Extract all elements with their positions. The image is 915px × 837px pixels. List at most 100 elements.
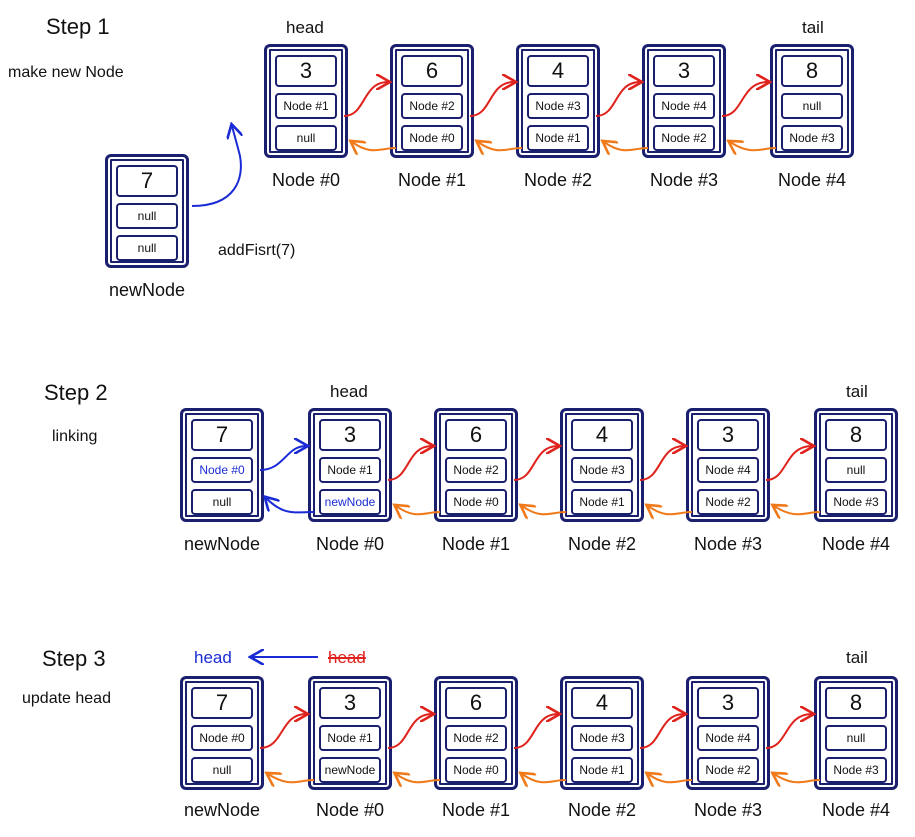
step3-node-1-name: Node #1 [441,800,511,820]
step1-node-1: 6 Node #2 Node #0 [390,44,474,158]
node-prev-pointer: Node #2 [697,757,759,783]
step1-node-2-name: Node #2 [523,170,593,190]
node-prev-pointer: null [191,757,253,783]
node-prev-pointer: Node #1 [571,757,633,783]
node-prev-pointer: Node #1 [571,489,633,515]
step2-node-0-name: Node #0 [315,534,385,554]
step2-node-1: 6 Node #2 Node #0 [434,408,518,522]
node-next-pointer: Node #3 [571,457,633,483]
node-prev-pointer: Node #2 [697,489,759,515]
step3-subtitle: update head [22,690,111,707]
step2-subtitle: linking [52,428,98,445]
node-next-pointer: Node #2 [445,725,507,751]
step3-new-node: 7 Node #0 null [180,676,264,790]
node-prev-pointer: Node #1 [527,125,589,151]
node-next-pointer: Node #3 [527,93,589,119]
step2-node-0: 3 Node #1 newNode [308,408,392,522]
node-value: 3 [697,419,759,451]
node-prev-pointer: Node #3 [825,489,887,515]
node-next-pointer: null [825,457,887,483]
step1-operation-label: addFisrt(7) [218,242,296,259]
step2-node-2: 4 Node #3 Node #1 [560,408,644,522]
step2-link-arrows [259,446,315,514]
node-prev-pointer: null [116,235,178,261]
step1-node-2: 4 Node #3 Node #1 [516,44,600,158]
step1-head-label: head [286,18,324,37]
node-next-pointer: Node #1 [319,725,381,751]
node-prev-pointer: newNode [319,757,381,783]
step2-node-1-name: Node #1 [441,534,511,554]
node-next-pointer: null [781,93,843,119]
node-value: 6 [401,55,463,87]
step2-head-label: head [330,382,368,401]
node-next-pointer: Node #3 [571,725,633,751]
step1-subtitle: make new Node [8,64,124,81]
node-value: 4 [527,55,589,87]
step2-node-4: 8 null Node #3 [814,408,898,522]
node-next-pointer: Node #2 [401,93,463,119]
step1-new-node-name: newNode [108,280,186,300]
node-value: 3 [275,55,337,87]
node-prev-pointer: Node #3 [781,125,843,151]
step1-new-node: 7 null null [105,154,189,268]
step3-node-4: 8 null Node #3 [814,676,898,790]
node-value: 3 [319,419,381,451]
step3-new-node-name: newNode [183,800,261,820]
step2-tail-label: tail [846,382,868,401]
step2-node-3: 3 Node #4 Node #2 [686,408,770,522]
step1-title: Step 1 [46,14,110,39]
step1-tail-label: tail [802,18,824,37]
step1-add-first-arrow [191,126,241,207]
step3-node-4-name: Node #4 [821,800,891,820]
node-next-pointer: null [116,203,178,229]
node-prev-pointer: newNode [319,489,381,515]
node-prev-pointer: Node #0 [445,757,507,783]
step2-new-node: 7 Node #0 null [180,408,264,522]
node-value: 7 [116,165,178,197]
node-value: 3 [319,687,381,719]
step3-node-2: 4 Node #3 Node #1 [560,676,644,790]
node-value: 7 [191,687,253,719]
node-next-pointer: Node #4 [697,725,759,751]
node-value: 8 [781,55,843,87]
step1-node-3-name: Node #3 [649,170,719,190]
node-next-pointer: null [825,725,887,751]
step2-node-4-name: Node #4 [821,534,891,554]
step3-node-2-name: Node #2 [567,800,637,820]
node-next-pointer: Node #2 [445,457,507,483]
node-next-pointer: Node #0 [191,725,253,751]
node-next-pointer: Node #0 [191,457,253,483]
step2-title: Step 2 [44,380,108,405]
step1-node-3: 3 Node #4 Node #2 [642,44,726,158]
node-next-pointer: Node #1 [319,457,381,483]
step1-node-4: 8 null Node #3 [770,44,854,158]
step3-old-head-label: head [328,648,366,667]
node-value: 8 [825,419,887,451]
step1-node-0-name: Node #0 [271,170,341,190]
step1-node-1-name: Node #1 [397,170,467,190]
node-value: 3 [697,687,759,719]
step3-node-3: 3 Node #4 Node #2 [686,676,770,790]
node-value: 8 [825,687,887,719]
node-value: 6 [445,687,507,719]
step3-new-head-label: head [194,648,232,667]
node-prev-pointer: null [191,489,253,515]
step2-node-2-name: Node #2 [567,534,637,554]
node-prev-pointer: Node #0 [401,125,463,151]
node-value: 7 [191,419,253,451]
step3-tail-label: tail [846,648,868,667]
node-next-pointer: Node #4 [653,93,715,119]
node-value: 3 [653,55,715,87]
step3-node-0-name: Node #0 [315,800,385,820]
node-prev-pointer: null [275,125,337,151]
step3-title: Step 3 [42,646,106,671]
node-next-pointer: Node #1 [275,93,337,119]
node-prev-pointer: Node #2 [653,125,715,151]
step1-node-0: 3 Node #1 null [264,44,348,158]
step3-node-3-name: Node #3 [693,800,763,820]
node-next-pointer: Node #4 [697,457,759,483]
step2-new-node-name: newNode [183,534,261,554]
node-prev-pointer: Node #0 [445,489,507,515]
step3-node-0: 3 Node #1 newNode [308,676,392,790]
step1-node-4-name: Node #4 [777,170,847,190]
